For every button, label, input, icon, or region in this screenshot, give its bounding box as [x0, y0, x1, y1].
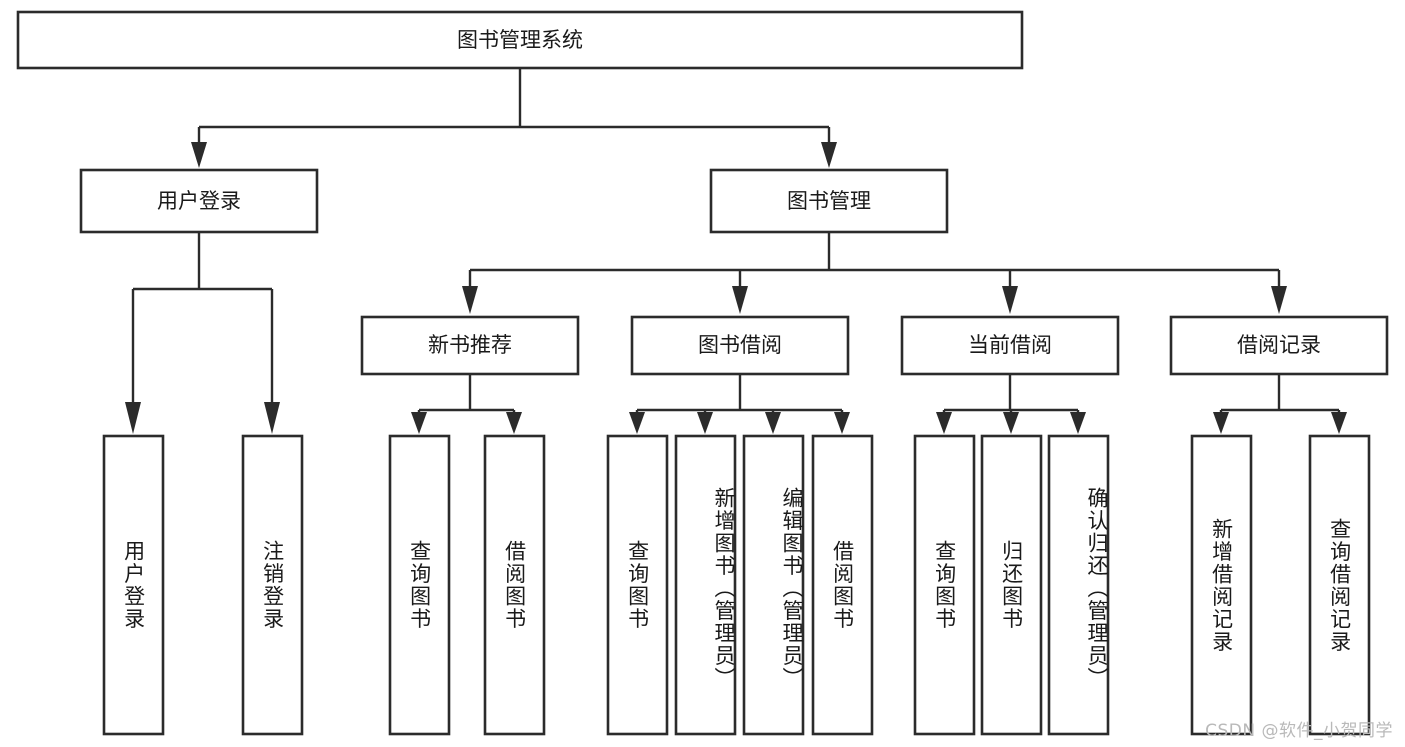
node-user-login[interactable]: 用户登录 [79, 168, 319, 234]
arrow-head-leaf-user-login [125, 402, 141, 434]
arrow-head-leaf-add-record [1213, 412, 1229, 434]
connector-group-book-management [462, 232, 1287, 314]
leaf-query-book-2-box[interactable] [606, 434, 669, 736]
arrow-head-book-borrow [732, 286, 748, 314]
arrow-head-current-borrow [1002, 286, 1018, 314]
connector-group-borrow-record [1213, 374, 1347, 434]
leaf-add-record-box[interactable] [1190, 434, 1253, 736]
connector-group-book-borrow [629, 374, 850, 434]
node-user-login-box[interactable] [79, 168, 319, 234]
node-book-borrow[interactable]: 图书借阅 [630, 315, 850, 376]
node-current-borrow-label: 当前借阅 [968, 333, 1052, 357]
node-new-book-recommend-label: 新书推荐 [428, 333, 512, 357]
arrow-head-leaf-confirm-return [1070, 412, 1086, 434]
node-root-label: 图书管理系统 [457, 28, 583, 52]
leaf-borrow-book-2-box[interactable] [811, 434, 874, 736]
node-new-book-recommend[interactable]: 新书推荐 [360, 315, 580, 376]
leaf-query-book-3-box[interactable] [913, 434, 976, 736]
leaf-borrow-book-1-box[interactable] [483, 434, 546, 736]
leaf-boxes [102, 434, 1371, 736]
node-user-login-label: 用户登录 [157, 189, 241, 213]
arrow-head-user-login [191, 142, 207, 168]
leaf-add-book-box[interactable] [674, 434, 737, 736]
arrow-head-new-book-recommend [462, 286, 478, 314]
node-book-borrow-box[interactable] [630, 315, 850, 376]
node-root-box[interactable] [16, 10, 1024, 70]
csdn-watermark: CSDN @软件_小贺同学 [1205, 721, 1393, 741]
arrow-head-leaf-return-book [1003, 412, 1019, 434]
arrow-head-leaf-query-book-1 [411, 412, 427, 434]
arrow-head-book-management [821, 142, 837, 168]
node-root[interactable]: 图书管理系统 [16, 10, 1024, 70]
arrow-head-leaf-edit-book [765, 412, 781, 434]
node-borrow-record-box[interactable] [1169, 315, 1389, 376]
connector-group-current-borrow [936, 374, 1086, 434]
connector-group-user-login [125, 232, 280, 434]
arrow-head-leaf-query-book-2 [629, 412, 645, 434]
node-current-borrow-box[interactable] [900, 315, 1120, 376]
leaf-query-record-box[interactable] [1308, 434, 1371, 736]
arrow-head-leaf-add-book [697, 412, 713, 434]
node-new-book-recommend-box[interactable] [360, 315, 580, 376]
leaf-query-book-1-box[interactable] [388, 434, 451, 736]
leaf-confirm-return-box[interactable] [1047, 434, 1110, 736]
arrow-head-leaf-borrow-book-2 [834, 412, 850, 434]
leaf-edit-book-box[interactable] [742, 434, 805, 736]
node-borrow-record-label: 借阅记录 [1237, 333, 1321, 357]
arrow-head-borrow-record [1271, 286, 1287, 314]
arrow-head-leaf-query-record [1331, 412, 1347, 434]
connector-group-root [191, 68, 837, 168]
node-book-management-label: 图书管理 [787, 189, 871, 213]
node-book-management[interactable]: 图书管理 [709, 168, 949, 234]
leaf-user-login-box[interactable] [102, 434, 165, 736]
node-borrow-record[interactable]: 借阅记录 [1169, 315, 1389, 376]
node-book-borrow-label: 图书借阅 [698, 333, 782, 357]
connector-group-new-book-recommend [411, 374, 522, 434]
arrow-head-leaf-user-logout [264, 402, 280, 434]
node-current-borrow[interactable]: 当前借阅 [900, 315, 1120, 376]
leaf-return-book-box[interactable] [980, 434, 1043, 736]
leaf-user-logout-box[interactable] [241, 434, 304, 736]
arrow-head-leaf-borrow-book-1 [506, 412, 522, 434]
node-book-management-box[interactable] [709, 168, 949, 234]
arrow-head-leaf-query-book-3 [936, 412, 952, 434]
